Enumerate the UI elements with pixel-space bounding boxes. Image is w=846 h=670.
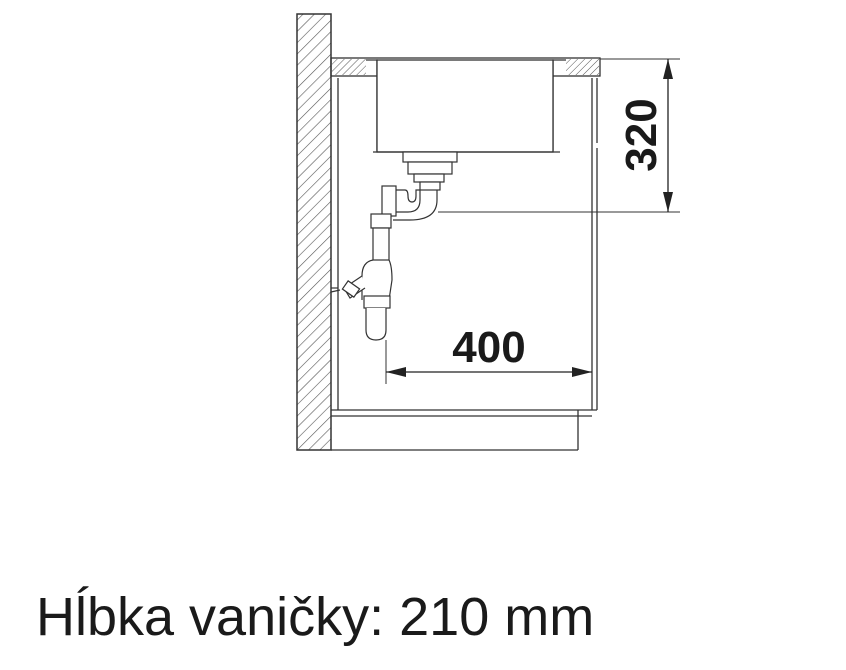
dimension-height-label: 320: [617, 98, 666, 171]
dimension-depth-arrow-right: [572, 367, 592, 377]
bowl-depth-caption: Hĺbka vaničky: 210 mm: [36, 587, 595, 647]
wall: [296, 13, 332, 451]
worktop: [330, 57, 601, 77]
dimension-height: 320: [438, 58, 680, 213]
dimension-height-arrow-bottom: [663, 192, 673, 212]
siphon-pipe: [330, 185, 438, 341]
dimension-height-arrow-top: [663, 59, 673, 79]
dimension-depth: 400: [385, 323, 592, 384]
sink-installation-diagram: 400 320: [296, 13, 680, 451]
dimension-depth-arrow-left: [386, 367, 406, 377]
cabinet: [331, 78, 598, 451]
dimension-depth-label: 400: [452, 323, 525, 372]
drain-strainer: [402, 151, 458, 191]
sink-bowl: [366, 59, 566, 153]
